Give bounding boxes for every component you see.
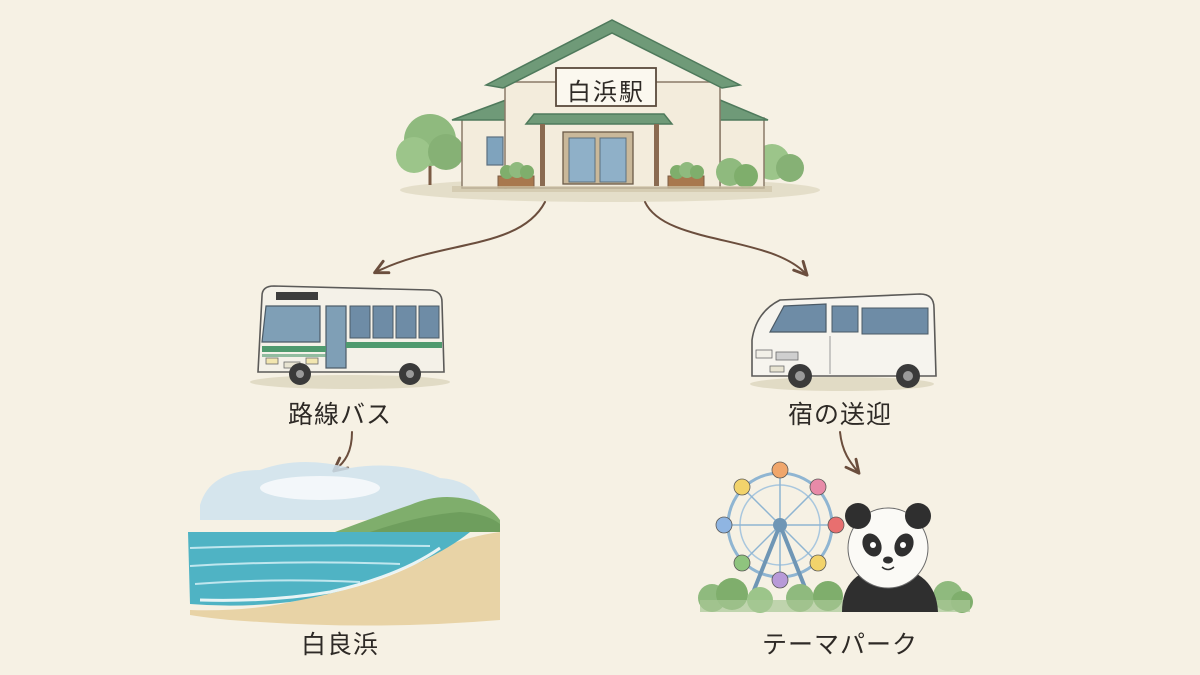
van-icon — [750, 293, 937, 391]
arrow-bus-to-beach — [332, 431, 353, 473]
station-sign: 白浜駅 — [567, 78, 645, 106]
panda-icon — [842, 503, 938, 612]
van-label: 宿の送迎 — [787, 400, 892, 429]
tree-left — [396, 114, 464, 185]
arrow-station-to-bus — [373, 201, 546, 275]
arrow-van-to-park — [839, 431, 861, 475]
theme-park-label: テーマパーク — [761, 630, 918, 659]
arrow-station-to-van — [644, 201, 809, 277]
bus-label: 路線バス — [287, 400, 392, 429]
bus-icon — [250, 285, 450, 389]
station-icon — [396, 19, 820, 202]
beach-label: 白良浜 — [300, 630, 379, 659]
beach-icon — [188, 461, 500, 626]
